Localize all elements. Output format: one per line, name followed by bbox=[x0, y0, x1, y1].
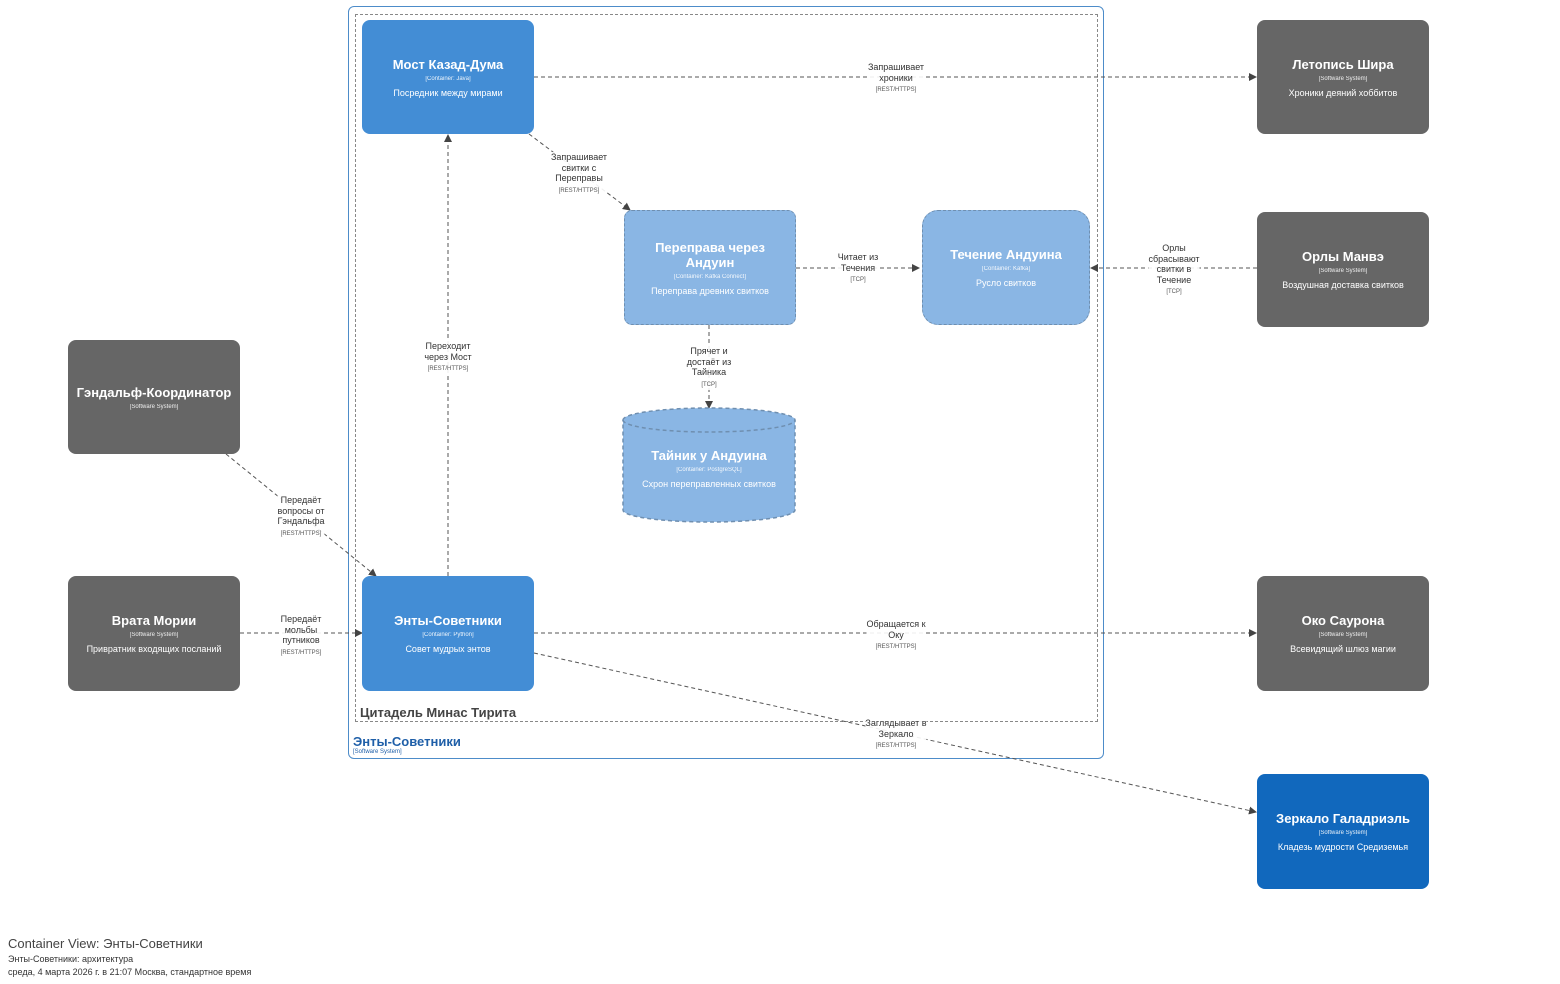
system-gandalf-title: Гэндальф-Координатор bbox=[76, 384, 232, 400]
container-ford-title: Переправа через Андуин bbox=[655, 239, 765, 270]
edge-label-protocol: [TCP] bbox=[850, 277, 866, 283]
software-system-boundary-title: Энты-Советники bbox=[353, 734, 461, 749]
system-chronicle-desc: Хроники деяний хоббитов bbox=[1288, 87, 1398, 98]
edge-label-protocol: [TCP] bbox=[1166, 289, 1182, 295]
software-system-boundary bbox=[348, 6, 1104, 759]
system-mirror[interactable]: Зеркало Галадриэль [Software System] Кла… bbox=[1257, 774, 1429, 889]
container-cache[interactable]: Тайник у Андуина [Container: PostgreSQL]… bbox=[622, 428, 796, 508]
database-cylinder-shape bbox=[622, 407, 796, 523]
system-eye-desc: Всевидящий шлюз магии bbox=[1290, 644, 1396, 654]
container-ford-tech: [Container: Kafka Connect] bbox=[673, 273, 747, 280]
edge-label-protocol: [REST/HTTPS] bbox=[427, 366, 469, 372]
container-ford[interactable]: Переправа через Андуин [Container: Kafka… bbox=[624, 210, 796, 325]
system-chronicle-title: Летопись Шира bbox=[1292, 56, 1394, 72]
edge-label-protocol: [TCP] bbox=[701, 381, 717, 388]
system-mirror-desc: Кладезь мудрости Средиземья bbox=[1277, 842, 1409, 852]
container-bridge-title: Мост Казад-Дума bbox=[392, 56, 504, 72]
edge-label-protocol: [REST/HTTPS] bbox=[875, 743, 917, 749]
system-eye-tech: [Software System] bbox=[1318, 632, 1368, 638]
edge-label-protocol: [REST/HTTPS] bbox=[875, 87, 917, 93]
system-mirror-title: Зеркало Галадриэль bbox=[1276, 811, 1410, 826]
container-bridge-tech: [Container: Java] bbox=[425, 75, 471, 82]
container-boundary bbox=[355, 14, 1098, 722]
system-eagles-tech: [Software System] bbox=[1318, 268, 1368, 274]
system-eagles-title: Орлы Манвэ bbox=[1302, 249, 1384, 264]
system-chronicle[interactable]: Летопись Шира [Software System] Хроники … bbox=[1257, 20, 1429, 134]
diagram-title: Container View: Энты-Советники bbox=[8, 936, 203, 951]
system-moria-title: Врата Мории bbox=[111, 613, 197, 628]
container-bridge[interactable]: Мост Казад-Дума [Container: Java] Посред… bbox=[362, 20, 534, 134]
container-stream-desc: Русло свитков bbox=[975, 278, 1037, 288]
system-chronicle-tech: [Software System] bbox=[1318, 75, 1368, 82]
software-system-boundary-subtitle: [Software System] bbox=[353, 749, 402, 755]
container-bridge-desc: Посредник между мирами bbox=[393, 87, 503, 98]
edge-ents-mirror bbox=[533, 652, 1257, 815]
container-stream-tech: [Container: Kafka] bbox=[981, 266, 1031, 272]
system-moria-desc: Привратник входящих посланий bbox=[86, 644, 222, 654]
container-cache-tech: [Container: PostgreSQL] bbox=[676, 466, 742, 473]
system-eagles-desc: Воздушная доставка свитков bbox=[1282, 280, 1404, 290]
system-moria[interactable]: Врата Мории [Software System] Привратник… bbox=[68, 576, 240, 691]
edge-label-protocol: [REST/HTTPS] bbox=[558, 187, 600, 194]
system-gandalf-tech: [Software System] bbox=[129, 403, 179, 410]
container-cache-desc: Схрон переправленных свитков bbox=[642, 478, 776, 489]
container-ford-desc: Переправа древних свитков bbox=[651, 285, 769, 296]
container-ents-desc: Совет мудрых энтов bbox=[405, 644, 491, 654]
container-boundary-title: Цитадель Минас Тирита bbox=[360, 705, 517, 720]
edge-label-protocol: [REST/HTTPS] bbox=[875, 644, 917, 650]
diagram-timestamp: среда, 4 марта 2026 г. в 21:07 Москва, с… bbox=[8, 967, 252, 977]
system-moria-tech: [Software System] bbox=[129, 632, 179, 638]
system-eagles[interactable]: Орлы Манвэ [Software System] Воздушная д… bbox=[1257, 212, 1429, 327]
container-cache-title: Тайник у Андуина bbox=[651, 447, 767, 463]
container-stream[interactable]: Течение Андуина [Container: Kafka] Русло… bbox=[922, 210, 1090, 325]
edge-label-protocol: [REST/HTTPS] bbox=[280, 649, 322, 656]
diagram-subtitle: Энты-Советники: архитектура bbox=[8, 954, 134, 964]
system-gandalf[interactable]: Гэндальф-Координатор [Software System] bbox=[68, 340, 240, 454]
edge-gandalf-ents bbox=[225, 453, 377, 577]
container-ents-tech: [Container: Python] bbox=[422, 632, 474, 638]
edge-label-protocol: [REST/HTTPS] bbox=[280, 530, 322, 537]
system-eye-title: Око Саурона bbox=[1301, 613, 1385, 628]
container-ents-title: Энты-Советники bbox=[394, 613, 502, 628]
container-stream-title: Течение Андуина bbox=[950, 247, 1062, 262]
system-mirror-tech: [Software System] bbox=[1318, 830, 1368, 836]
system-eye[interactable]: Око Саурона [Software System] Всевидящий… bbox=[1257, 576, 1429, 691]
container-ents[interactable]: Энты-Советники [Container: Python] Совет… bbox=[362, 576, 534, 691]
